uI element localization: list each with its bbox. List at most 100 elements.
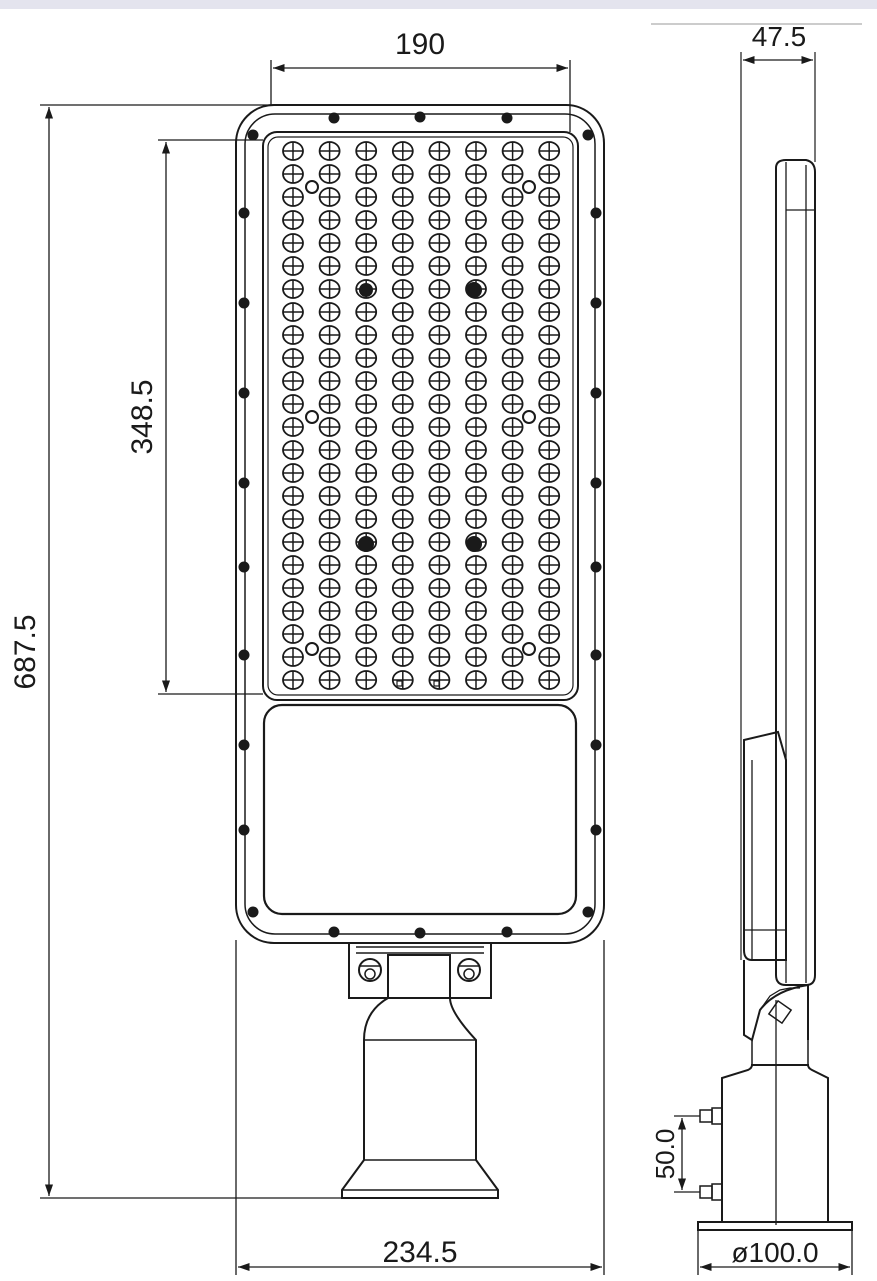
led-lens [428, 463, 451, 483]
led-lens [428, 486, 451, 506]
led-lens [318, 394, 341, 414]
led-lens [355, 394, 378, 414]
front-dimensions [40, 60, 605, 1275]
led-lens [538, 624, 561, 644]
led-lens [391, 371, 414, 391]
led-lens [355, 601, 378, 621]
led-lens [318, 509, 341, 529]
led-lens [391, 210, 414, 230]
led-lens [501, 555, 524, 575]
led-lens [391, 233, 414, 253]
led-lens [501, 440, 524, 460]
led-mount-holes [305, 180, 536, 656]
led-lens [428, 509, 451, 529]
led-lens [465, 164, 487, 184]
led-lens [355, 463, 378, 483]
driver-box [262, 703, 578, 916]
led-lens [428, 417, 451, 437]
led-lens [391, 509, 414, 529]
led-lens [282, 601, 304, 621]
led-lens [538, 256, 561, 276]
dim-width-top: 190 [395, 28, 445, 61]
led-lens [318, 486, 341, 506]
led-lens [391, 670, 414, 690]
side-dimensions [674, 1115, 853, 1275]
led-lens [391, 486, 414, 506]
bracket-bolt-icon [457, 958, 481, 982]
led-lens [318, 417, 341, 437]
dim-height-total: 687.5 [9, 614, 42, 689]
led-lens [355, 141, 378, 161]
screw-hole [238, 739, 250, 751]
led-lens [428, 348, 451, 368]
led-lens [355, 210, 378, 230]
led-lens [318, 624, 341, 644]
led-lens [538, 532, 561, 552]
led-lens [355, 325, 378, 345]
led-lens [355, 509, 378, 529]
led-lens [538, 394, 561, 414]
pole-adapter [341, 954, 499, 1199]
screw-hole [590, 739, 602, 751]
side-housing [775, 159, 816, 986]
led-lens [391, 302, 414, 322]
led-lens [391, 348, 414, 368]
led-lens [465, 210, 487, 230]
screw-hole [238, 297, 250, 309]
screw-hole [414, 111, 426, 123]
screw-hole [238, 561, 250, 573]
led-lens [538, 141, 561, 161]
led-lens [501, 141, 524, 161]
led-lens [501, 325, 524, 345]
led-lens [501, 279, 524, 299]
led-lens [538, 279, 561, 299]
led-lens [282, 624, 304, 644]
led-lens [282, 210, 304, 230]
led-lens [282, 256, 304, 276]
side-view [651, 23, 862, 1231]
led-lens [391, 394, 414, 414]
led-lens [538, 670, 561, 690]
led-lens [501, 509, 524, 529]
led-lens [282, 394, 304, 414]
led-lens [282, 509, 304, 529]
led-lens [428, 578, 451, 598]
screw-hole [590, 649, 602, 661]
screw-hole [590, 297, 602, 309]
led-lens [465, 509, 487, 529]
led-lens [428, 555, 451, 575]
led-lens [501, 624, 524, 644]
led-lens [318, 348, 341, 368]
side-bolt-icon [699, 1107, 723, 1125]
led-lens [282, 440, 304, 460]
led-lens [318, 279, 341, 299]
led-lens [318, 302, 341, 322]
screw-hole [238, 207, 250, 219]
led-lens [318, 440, 341, 460]
led-lens [501, 578, 524, 598]
led-lens [391, 440, 414, 460]
led-lens [282, 187, 304, 207]
led-lens [465, 233, 487, 253]
led-lens [428, 187, 451, 207]
led-lens [391, 164, 414, 184]
led-lens [428, 256, 451, 276]
led-panel-fasteners [358, 282, 482, 552]
led-lens [391, 463, 414, 483]
led-lens [282, 233, 304, 253]
led-lens [465, 394, 487, 414]
side-tilt-bracket [743, 960, 809, 1042]
screw-hole [501, 926, 513, 938]
led-lens [355, 371, 378, 391]
led-lens [391, 279, 414, 299]
led-lens [465, 578, 487, 598]
screw-hole [590, 561, 602, 573]
led-lens [465, 440, 487, 460]
led-lens [538, 210, 561, 230]
led-lens [428, 141, 451, 161]
led-lens [428, 325, 451, 345]
led-lens [501, 302, 524, 322]
screw-hole [590, 824, 602, 836]
led-lens [282, 164, 304, 184]
led-lens [465, 670, 487, 690]
